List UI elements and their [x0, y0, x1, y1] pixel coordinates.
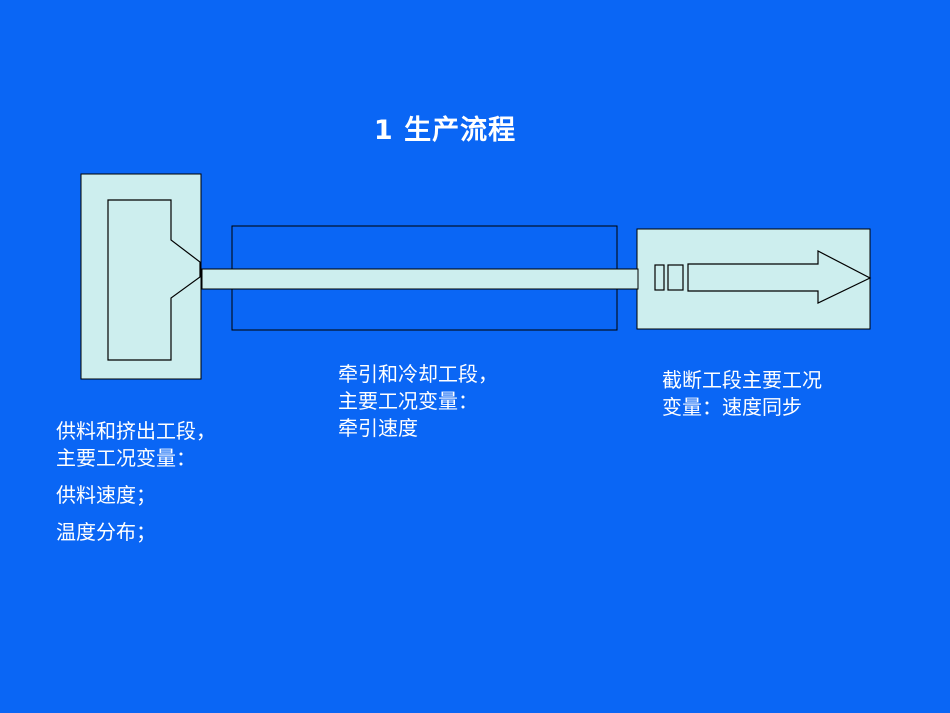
stage-cutting-line2: 变量：速度同步	[662, 395, 802, 419]
stage-traction-line2: 主要工况变量：	[338, 389, 478, 413]
output-arrow	[687, 250, 872, 304]
stage-cutting-line1: 截断工段主要工况	[662, 368, 822, 392]
product-bar	[201, 268, 639, 290]
stage-label-cutting: 截断工段主要工况 变量：速度同步	[662, 367, 822, 421]
cut-segment	[667, 264, 684, 291]
stage-label-feed-extrusion: 供料和挤出工段， 主要工况变量： 供料速度； 温度分布；	[56, 418, 216, 546]
extruder-arrow-shape	[107, 199, 201, 361]
stage-feed-line2: 主要工况变量：	[56, 446, 196, 470]
stage-feed-line1: 供料和挤出工段，	[56, 419, 216, 443]
slide-title: 1 生产流程	[373, 115, 517, 146]
stage-traction-line1: 牵引和冷却工段，	[338, 362, 498, 386]
cut-segment	[654, 264, 665, 291]
stage-feed-line3: 供料速度；	[56, 483, 156, 507]
stage-traction-line3: 牵引速度	[338, 416, 418, 440]
stage-label-traction-cooling: 牵引和冷却工段， 主要工况变量： 牵引速度	[338, 361, 498, 442]
stage-feed-line4: 温度分布；	[56, 520, 156, 544]
